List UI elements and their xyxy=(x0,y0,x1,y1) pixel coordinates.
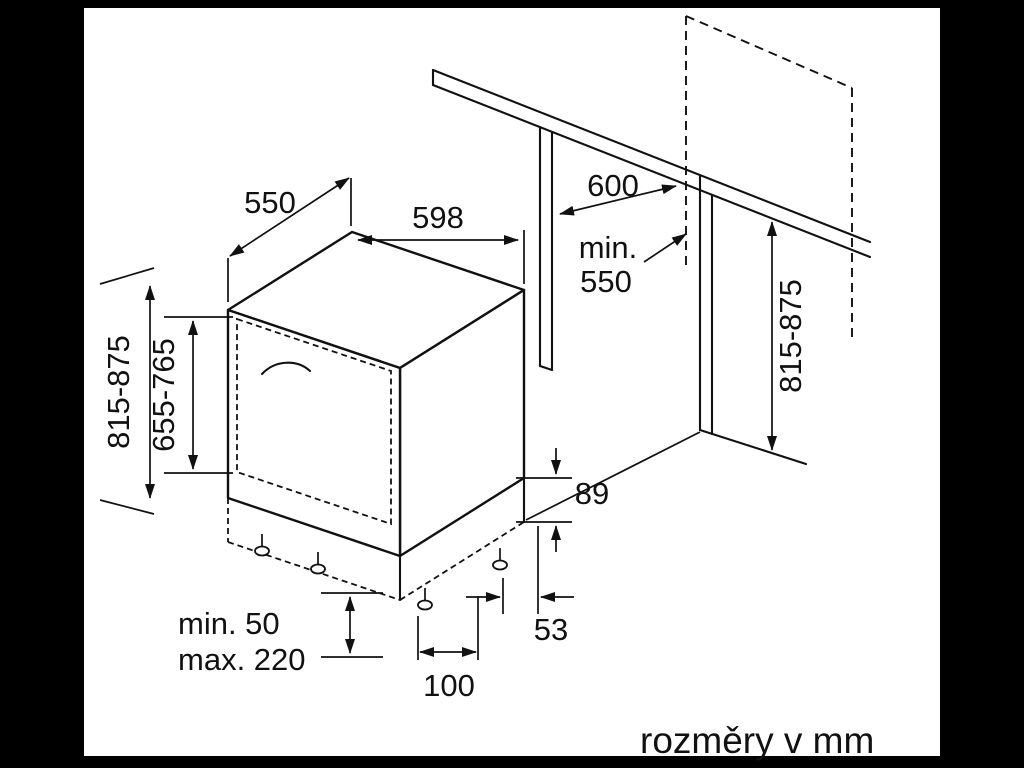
dim-min-550: min. 550 xyxy=(579,230,687,299)
foot-front-mid xyxy=(310,563,326,575)
dim-min50-label: min. 50 xyxy=(178,606,280,641)
dim-598-label: 598 xyxy=(412,200,464,235)
niche-cabinet-dashed xyxy=(685,15,853,338)
units-caption: rozměry v mm xyxy=(640,720,874,761)
right-wall xyxy=(698,174,808,466)
foot-front-right xyxy=(417,599,433,611)
dim-89-label: 89 xyxy=(575,476,609,511)
dim-53-label: 53 xyxy=(534,612,568,647)
dim-plinth-adjust: min. 50 max. 220 xyxy=(178,592,383,677)
dishwasher-door-outline xyxy=(236,317,392,526)
dim-height-right: 815-875 xyxy=(767,221,808,451)
dim-550: 550 xyxy=(227,177,352,302)
dim-min550-line1: min. xyxy=(579,230,638,265)
dim-min550-line2: 550 xyxy=(580,264,632,299)
dim-left-height-label: 815-875 xyxy=(101,335,136,449)
niche-side-panel xyxy=(538,125,554,372)
dim-max220-label: max. 220 xyxy=(178,642,306,677)
dim-door-height: 655-765 xyxy=(146,316,233,474)
dim-600-label: 600 xyxy=(587,168,639,203)
rear-floor-line xyxy=(525,431,701,521)
dim-right-height-label: 815-875 xyxy=(773,279,808,393)
dim-height-left: 815-875 xyxy=(99,267,155,515)
dim-598: 598 xyxy=(357,200,525,284)
dim-89: 89 xyxy=(516,448,609,552)
dishwasher xyxy=(226,230,526,611)
foot-rear-right xyxy=(492,559,508,571)
dim-100-label: 100 xyxy=(423,668,475,703)
dim-600: 600 xyxy=(559,168,677,216)
dim-door-height-label: 655-765 xyxy=(146,338,181,452)
feet xyxy=(254,534,508,611)
dim-53: 53 xyxy=(466,526,574,647)
dim-100: 100 xyxy=(417,596,479,703)
countertop xyxy=(431,68,872,259)
dim-550-label: 550 xyxy=(244,185,296,220)
foot-front-left xyxy=(254,545,270,557)
door-handle xyxy=(260,361,312,376)
